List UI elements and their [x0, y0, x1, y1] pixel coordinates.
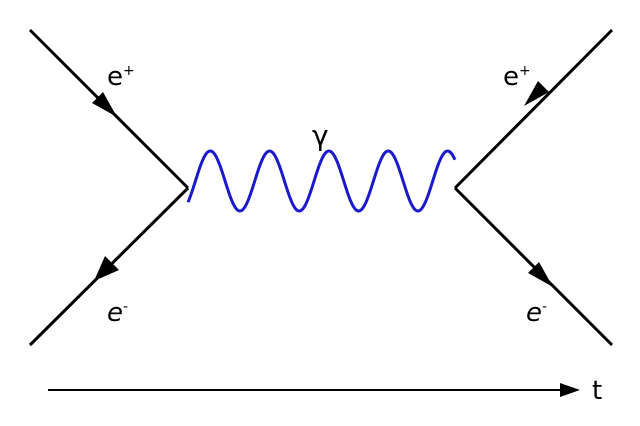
electron-out-line: [453, 186, 614, 347]
time-axis-arrowhead: [560, 383, 580, 397]
positron-out-line: [453, 28, 614, 190]
photon-label: γ: [312, 119, 329, 152]
electron-out-label: e-: [526, 298, 548, 328]
electron-in-arrowhead: [94, 256, 119, 281]
positron-in-label: e+: [107, 62, 135, 92]
positron-out-label: e+: [503, 62, 531, 92]
positron-out-arrowhead: [524, 81, 549, 106]
positron-in-arrowhead: [92, 92, 117, 117]
photon-wavy-line: [186, 149, 457, 213]
time-axis-label: t: [592, 376, 603, 406]
electron-out-arrowhead: [528, 262, 553, 287]
electron-in-label: e-: [107, 298, 129, 328]
